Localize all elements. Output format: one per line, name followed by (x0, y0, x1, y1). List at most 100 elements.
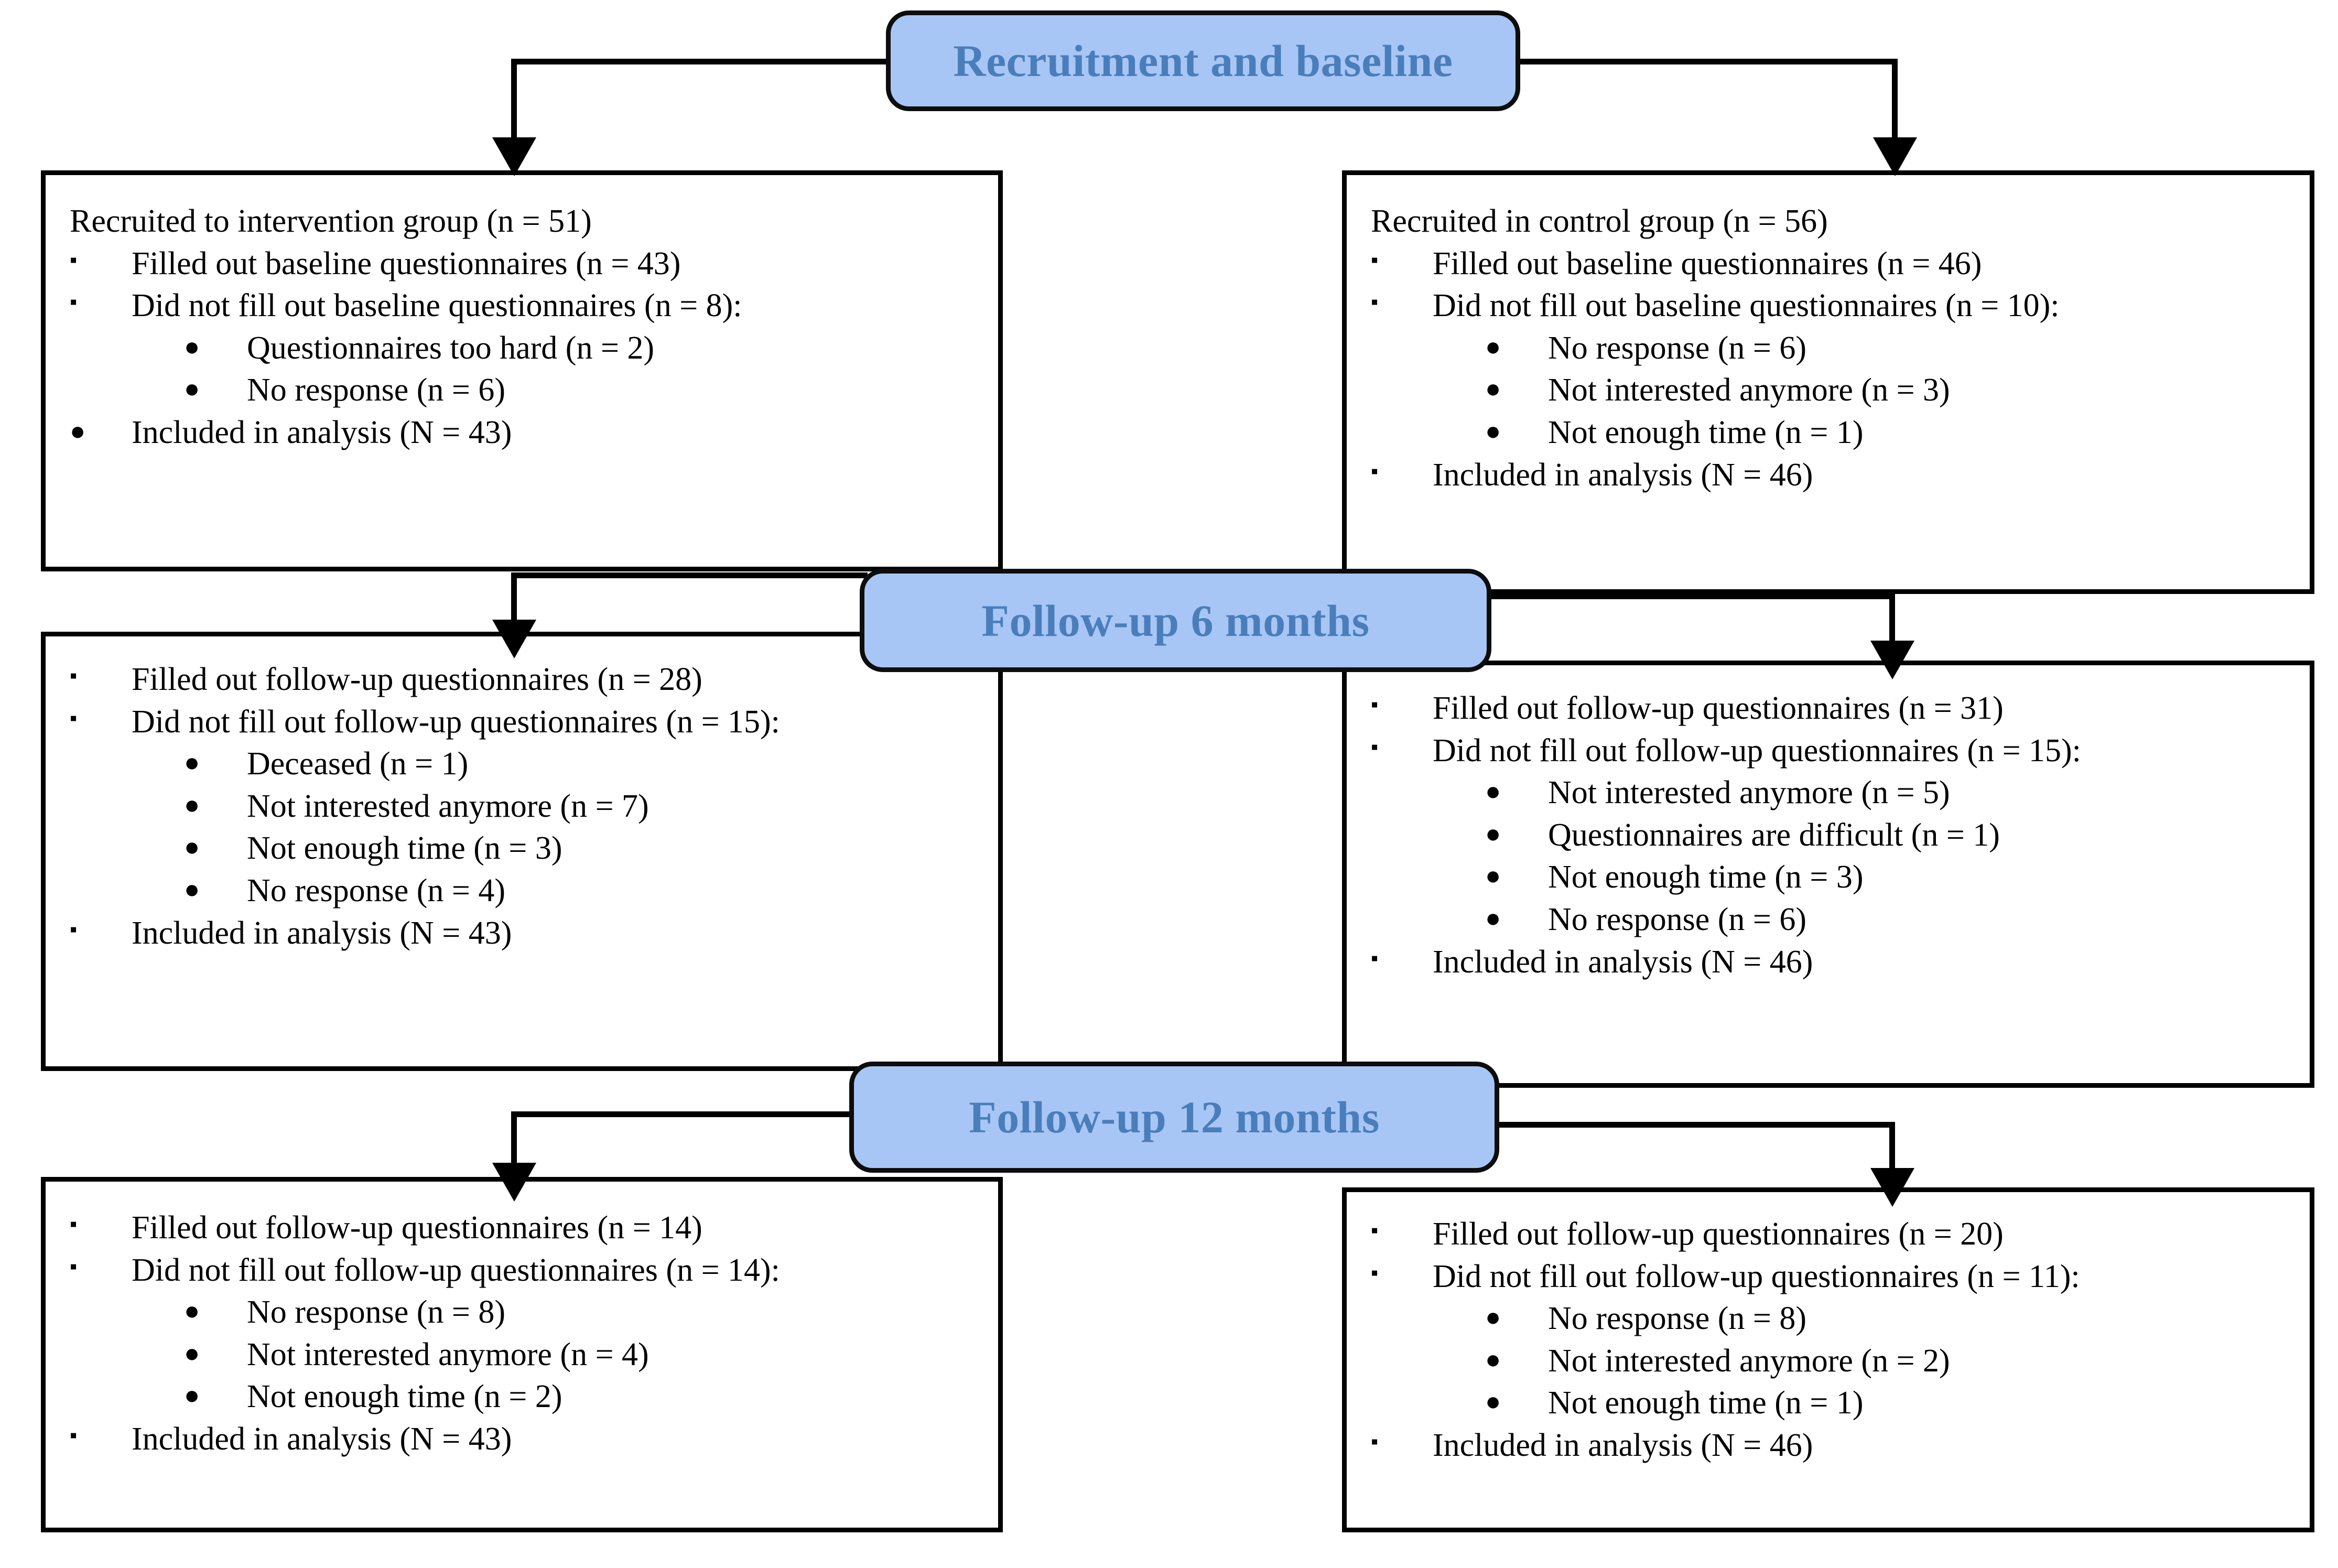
list-item: ▪ Included in analysis (N = 43) (68, 912, 998, 955)
list-item: ▪ Included in analysis (N = 46) (1369, 454, 2310, 496)
baseline-control-list: Recruited in control group (n = 56) ▪ Fi… (1347, 175, 2310, 496)
list-item: ● Not interested anymore (n = 4) (68, 1334, 998, 1376)
round-bullet-icon: ● (1485, 331, 1501, 361)
list-item: ▪ Included in analysis (N = 46) (1369, 941, 2310, 983)
connector-fu6-right-vertical (1889, 593, 1895, 664)
list-item: ● No response (n = 8) (68, 1291, 998, 1334)
square-bullet-icon: ▪ (70, 664, 78, 687)
connector-fu12-left-horizontal (511, 1111, 857, 1117)
square-bullet-icon: ▪ (1371, 247, 1379, 272)
round-bullet-icon: ● (184, 1380, 200, 1410)
stage-banner-follow-up-6-months: Follow-up 6 months (860, 569, 1491, 672)
round-bullet-icon: ● (70, 416, 86, 446)
arrow-fu6-left (492, 620, 536, 658)
followup-6m-intervention-box: ▪ Filled out follow-up questionnaires (n… (41, 632, 1003, 1071)
connector-baseline-left-vertical (511, 59, 517, 148)
stage-banner-label: Follow-up 6 months (981, 595, 1370, 646)
stage-banner-recruitment-baseline: Recruitment and baseline (886, 10, 1520, 111)
list-item: ● No response (n = 6) (1369, 899, 2310, 941)
square-bullet-icon: ▪ (1371, 946, 1379, 970)
round-bullet-icon: ● (1485, 903, 1501, 933)
list-item: ● Deceased (n = 1) (68, 743, 998, 785)
list-item: ● Not interested anymore (n = 3) (1369, 369, 2310, 412)
round-bullet-icon: ● (184, 790, 200, 819)
followup-12m-intervention-list: ▪ Filled out follow-up questionnaires (n… (46, 1182, 998, 1461)
round-bullet-icon: ● (184, 874, 200, 904)
list-item: ● Not enough time (n = 3) (1369, 856, 2310, 899)
round-bullet-icon: ● (1485, 416, 1501, 446)
connector-fu12-left-vertical (511, 1111, 517, 1180)
round-bullet-icon: ● (1485, 861, 1501, 891)
square-bullet-icon: ▪ (70, 247, 78, 272)
square-bullet-icon: ▪ (70, 706, 78, 730)
list-item: ● Not enough time (n = 1) (1369, 1382, 2310, 1424)
round-bullet-icon: ● (184, 331, 200, 361)
square-bullet-icon: ▪ (1371, 693, 1379, 716)
square-bullet-icon: ▪ (70, 1254, 78, 1278)
square-bullet-icon: ▪ (1371, 1429, 1379, 1453)
list-item: ▪ Included in analysis (N = 46) (1369, 1424, 2310, 1467)
arrow-fu12-left (492, 1163, 536, 1202)
square-bullet-icon: ▪ (1371, 734, 1379, 759)
connector-fu6-left-vertical (511, 572, 517, 635)
connector-baseline-left-horizontal (511, 59, 894, 64)
list-item: ● No response (n = 8) (1369, 1297, 2310, 1340)
stage-banner-follow-up-12-months: Follow-up 12 months (849, 1062, 1499, 1173)
list-item: ● Not enough time (n = 3) (68, 827, 998, 870)
connector-fu6-right-horizontal (1486, 593, 1895, 599)
list-item: ● Not enough time (n = 2) (68, 1376, 998, 1418)
stage-banner-label: Recruitment and baseline (953, 36, 1453, 86)
round-bullet-icon: ● (184, 374, 200, 404)
round-bullet-icon: ● (184, 1338, 200, 1368)
list-item: ▪ Filled out baseline questionnaires (n … (68, 243, 998, 285)
followup-6m-intervention-list: ▪ Filled out follow-up questionnaires (n… (46, 636, 998, 954)
list-item: ● No response (n = 4) (68, 870, 998, 912)
baseline-intervention-list: Recruited to intervention group (n = 51)… (46, 175, 998, 454)
list-item: ● No response (n = 6) (68, 369, 998, 412)
arrow-baseline-left (492, 137, 536, 176)
list-item: ▪ Did not fill out baseline questionnair… (68, 285, 998, 327)
square-bullet-icon: ▪ (1371, 459, 1379, 483)
round-bullet-icon: ● (1485, 818, 1501, 848)
square-bullet-icon: ▪ (1371, 1218, 1379, 1242)
round-bullet-icon: ● (1485, 374, 1501, 404)
list-item: ● Questionnaires are difficult (n = 1) (1369, 814, 2310, 857)
followup-12m-intervention-box: ▪ Filled out follow-up questionnaires (n… (41, 1177, 1003, 1532)
square-bullet-icon: ▪ (70, 917, 78, 941)
followup-12m-control-box: ▪ Filled out follow-up questionnaires (n… (1342, 1187, 2314, 1532)
list-item: ● No response (n = 6) (1369, 327, 2310, 370)
round-bullet-icon: ● (184, 832, 200, 862)
list-item: ▪ Filled out follow-up questionnaires (n… (1369, 1213, 2310, 1256)
followup-6m-control-box: ▪ Filled out follow-up questionnaires (n… (1342, 661, 2314, 1088)
connector-fu6-left-horizontal (511, 572, 868, 578)
stage-banner-label: Follow-up 12 months (969, 1092, 1380, 1142)
list-item: ▪ Did not fill out baseline questionnair… (1369, 285, 2310, 327)
square-bullet-icon: ▪ (70, 1212, 78, 1236)
followup-12m-control-list: ▪ Filled out follow-up questionnaires (n… (1347, 1192, 2310, 1467)
list-item: ● Not enough time (n = 1) (1369, 412, 2310, 454)
list-item: ▪ Filled out baseline questionnaires (n … (1369, 243, 2310, 285)
list-item: ▪ Filled out follow-up questionnaires (n… (68, 658, 998, 701)
list-item: ● Questionnaires too hard (n = 2) (68, 327, 998, 370)
list-item: Recruited to intervention group (n = 51) (70, 203, 592, 239)
connector-baseline-right-vertical (1892, 59, 1898, 148)
square-bullet-icon: ▪ (70, 290, 78, 314)
list-item: ▪ Filled out follow-up questionnaires (n… (1369, 687, 2310, 730)
baseline-intervention-box: Recruited to intervention group (n = 51)… (41, 170, 1003, 571)
arrow-fu6-right (1870, 641, 1914, 679)
round-bullet-icon: ● (184, 748, 200, 777)
connector-fu12-right-vertical (1889, 1122, 1895, 1191)
square-bullet-icon: ▪ (1371, 290, 1379, 314)
list-item: Recruited in control group (n = 56) (1371, 203, 1828, 239)
baseline-control-box: Recruited in control group (n = 56) ▪ Fi… (1342, 170, 2314, 594)
round-bullet-icon: ● (1485, 1344, 1501, 1374)
list-item: ▪ Did not fill out follow-up questionnai… (68, 1249, 998, 1292)
list-item: ▪ Filled out follow-up questionnaires (n… (68, 1207, 998, 1249)
list-item: ● Not interested anymore (n = 5) (1369, 772, 2310, 814)
list-item: ● Included in analysis (N = 43) (68, 412, 998, 454)
square-bullet-icon: ▪ (70, 1423, 78, 1447)
list-item: ▪ Included in analysis (N = 43) (68, 1418, 998, 1461)
round-bullet-icon: ● (1485, 776, 1501, 806)
connector-baseline-right-horizontal (1510, 59, 1898, 64)
